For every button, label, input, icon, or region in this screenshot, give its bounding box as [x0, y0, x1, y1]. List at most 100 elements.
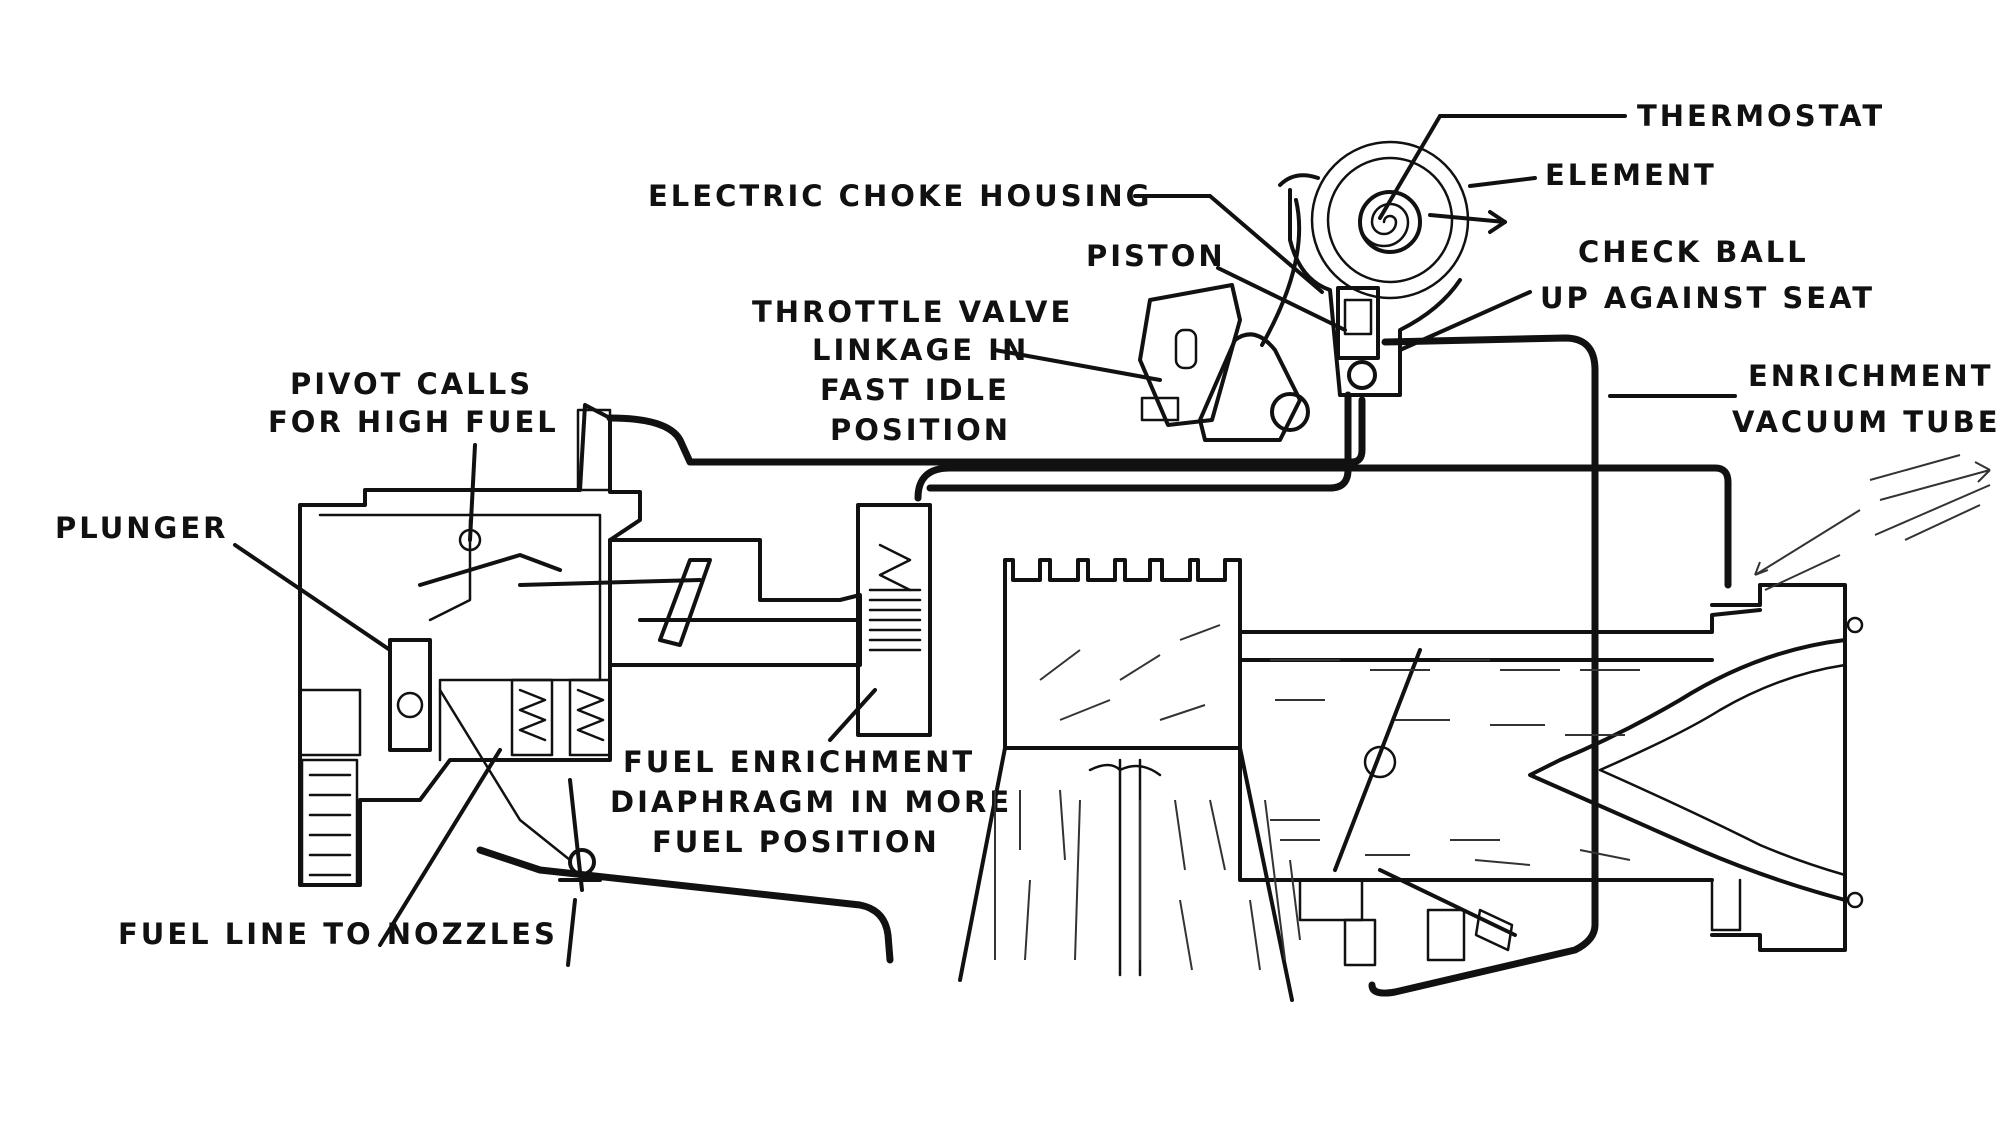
fuel-control-body — [298, 403, 642, 887]
cam-slot — [1174, 328, 1198, 370]
idle-lever — [1198, 332, 1302, 442]
label-diaphragm-line1: FUEL ENRICHMENT — [623, 745, 975, 779]
intake-entry-arrows — [1754, 509, 1861, 591]
compressor-rotor — [1003, 558, 1242, 750]
label-throttle-line4: POSITION — [830, 413, 1011, 447]
pivot-arm — [428, 518, 472, 622]
vacuum-tubes — [606, 334, 1732, 997]
leader-diaphragm — [828, 688, 877, 742]
piston — [1343, 298, 1373, 336]
label-thermostat: THERMOSTAT — [1637, 99, 1885, 133]
plunger — [388, 638, 432, 752]
linkage-housing — [608, 538, 862, 667]
fast-idle-cam — [1138, 283, 1242, 427]
label-enrichment-line1: ENRICHMENT — [1748, 359, 1993, 393]
label-throttle-line3: FAST IDLE — [820, 373, 1010, 407]
vacuum-line-upper — [606, 396, 1366, 466]
label-diaphragm-line2: DIAPHRAGM IN MORE — [610, 785, 1012, 819]
vacuum-line-middle — [914, 464, 1732, 589]
nozzle-fitting — [1474, 908, 1514, 952]
label-plunger: PLUNGER — [55, 511, 228, 545]
diffuser-outline — [1710, 583, 1847, 952]
inlet-duct — [1088, 763, 1162, 777]
label-fuel-line: FUEL LINE TO NOZZLES — [118, 917, 558, 951]
throttle-arm — [1378, 868, 1517, 937]
leader-lines — [233, 114, 1737, 947]
element-arrowhead — [1488, 210, 1507, 234]
label-enrichment-line2: VACUUM TUBE — [1732, 405, 2000, 439]
diaphragm-spring — [878, 543, 912, 592]
idle-lever-pivot — [1270, 392, 1310, 432]
nozzle-cone-inner — [1598, 663, 1847, 877]
spring-housing-left — [510, 678, 554, 757]
fuel-line-fitting — [568, 848, 596, 876]
throttle-linkage — [1138, 283, 1310, 442]
flange-bolt-top — [1846, 616, 1864, 634]
fuel-nozzle-left — [1343, 918, 1377, 967]
leader-thermostat — [1378, 114, 1627, 220]
label-piston: PISTON — [1086, 239, 1226, 273]
choke-outer-ring — [1310, 140, 1470, 300]
airflow-arrows — [994, 454, 1991, 971]
linkage-rod — [518, 578, 862, 622]
bell-crank — [658, 558, 712, 647]
fuel-line-to-nozzles — [476, 846, 894, 964]
label-diaphragm-line3: FUEL POSITION — [652, 825, 940, 859]
compressor-housing-top — [1238, 608, 1762, 634]
nozzle-cone — [1528, 638, 1847, 902]
label-pivot-line2: FOR HIGH FUEL — [268, 405, 559, 439]
fuel-control-outline — [298, 403, 642, 887]
fuel-line-tee — [558, 778, 602, 892]
label-throttle-line2: LINKAGE IN — [812, 333, 1029, 367]
choke-rod — [1260, 198, 1302, 347]
compressor-flow-arrows — [1039, 624, 1221, 721]
flange-bolt-bottom — [1846, 891, 1864, 909]
label-throttle-line1: THROTTLE VALVE — [752, 295, 1073, 329]
duct-flow-arrows-bottom — [1365, 849, 1631, 866]
spring-housing-right — [568, 678, 612, 757]
choke-housing-body — [1288, 188, 1462, 397]
label-pivot-line1: PIVOT CALLS — [290, 367, 533, 401]
leader-plunger — [233, 543, 392, 652]
diaphragm-housing — [856, 503, 932, 737]
fuel-nozzle-right — [1426, 908, 1466, 962]
leader-element — [1468, 176, 1537, 188]
intake-stream-lines — [994, 790, 1286, 961]
fuel-feed-pipe — [438, 688, 572, 862]
engine-duct — [958, 558, 1864, 1002]
exhaust-flange — [1710, 878, 1742, 932]
combustor-flow-arrows — [1019, 789, 1301, 971]
vacuum-line-choke — [926, 391, 1352, 492]
leader-fuel-line — [378, 748, 502, 947]
combustor-body — [958, 746, 1294, 1002]
enrichment-vacuum-tube — [1368, 334, 1599, 997]
intake-air-arrows — [1869, 454, 1991, 541]
fuel-line — [438, 688, 894, 967]
electric-choke-housing — [1260, 140, 1507, 397]
fuel-chamber — [298, 688, 362, 757]
spring-coils — [518, 688, 605, 742]
piston-bore — [1336, 286, 1380, 360]
label-group: THERMOSTAT ELEMENT ELECTRIC CHOKE HOUSIN… — [55, 99, 2000, 951]
diaphragm — [868, 588, 922, 652]
pivot-point — [458, 528, 482, 552]
label-check-ball-line2: UP AGAINST SEAT — [1540, 281, 1875, 315]
leader-throttle — [993, 348, 1162, 382]
compressor-blade-divider — [1118, 758, 1142, 977]
idle-screw — [1140, 396, 1180, 422]
diaphragm-assembly — [518, 503, 932, 737]
check-ball — [1347, 360, 1377, 390]
throttle-plate — [1333, 648, 1422, 872]
leader-electric-choke-housing — [1133, 194, 1324, 294]
element-arrow — [1428, 213, 1507, 224]
plunger-valve — [396, 691, 424, 719]
label-check-ball-line1: CHECK BALL — [1578, 235, 1809, 269]
duct-flow-arrows-mid — [1270, 699, 1625, 841]
fuel-filter-texture — [308, 773, 352, 877]
pivot-lever — [418, 553, 562, 587]
choke-cover-left — [1278, 173, 1320, 187]
throttle-valve — [1298, 648, 1517, 967]
duct-bottom-rail — [1003, 746, 1714, 882]
throttle-shaft — [1363, 745, 1397, 779]
